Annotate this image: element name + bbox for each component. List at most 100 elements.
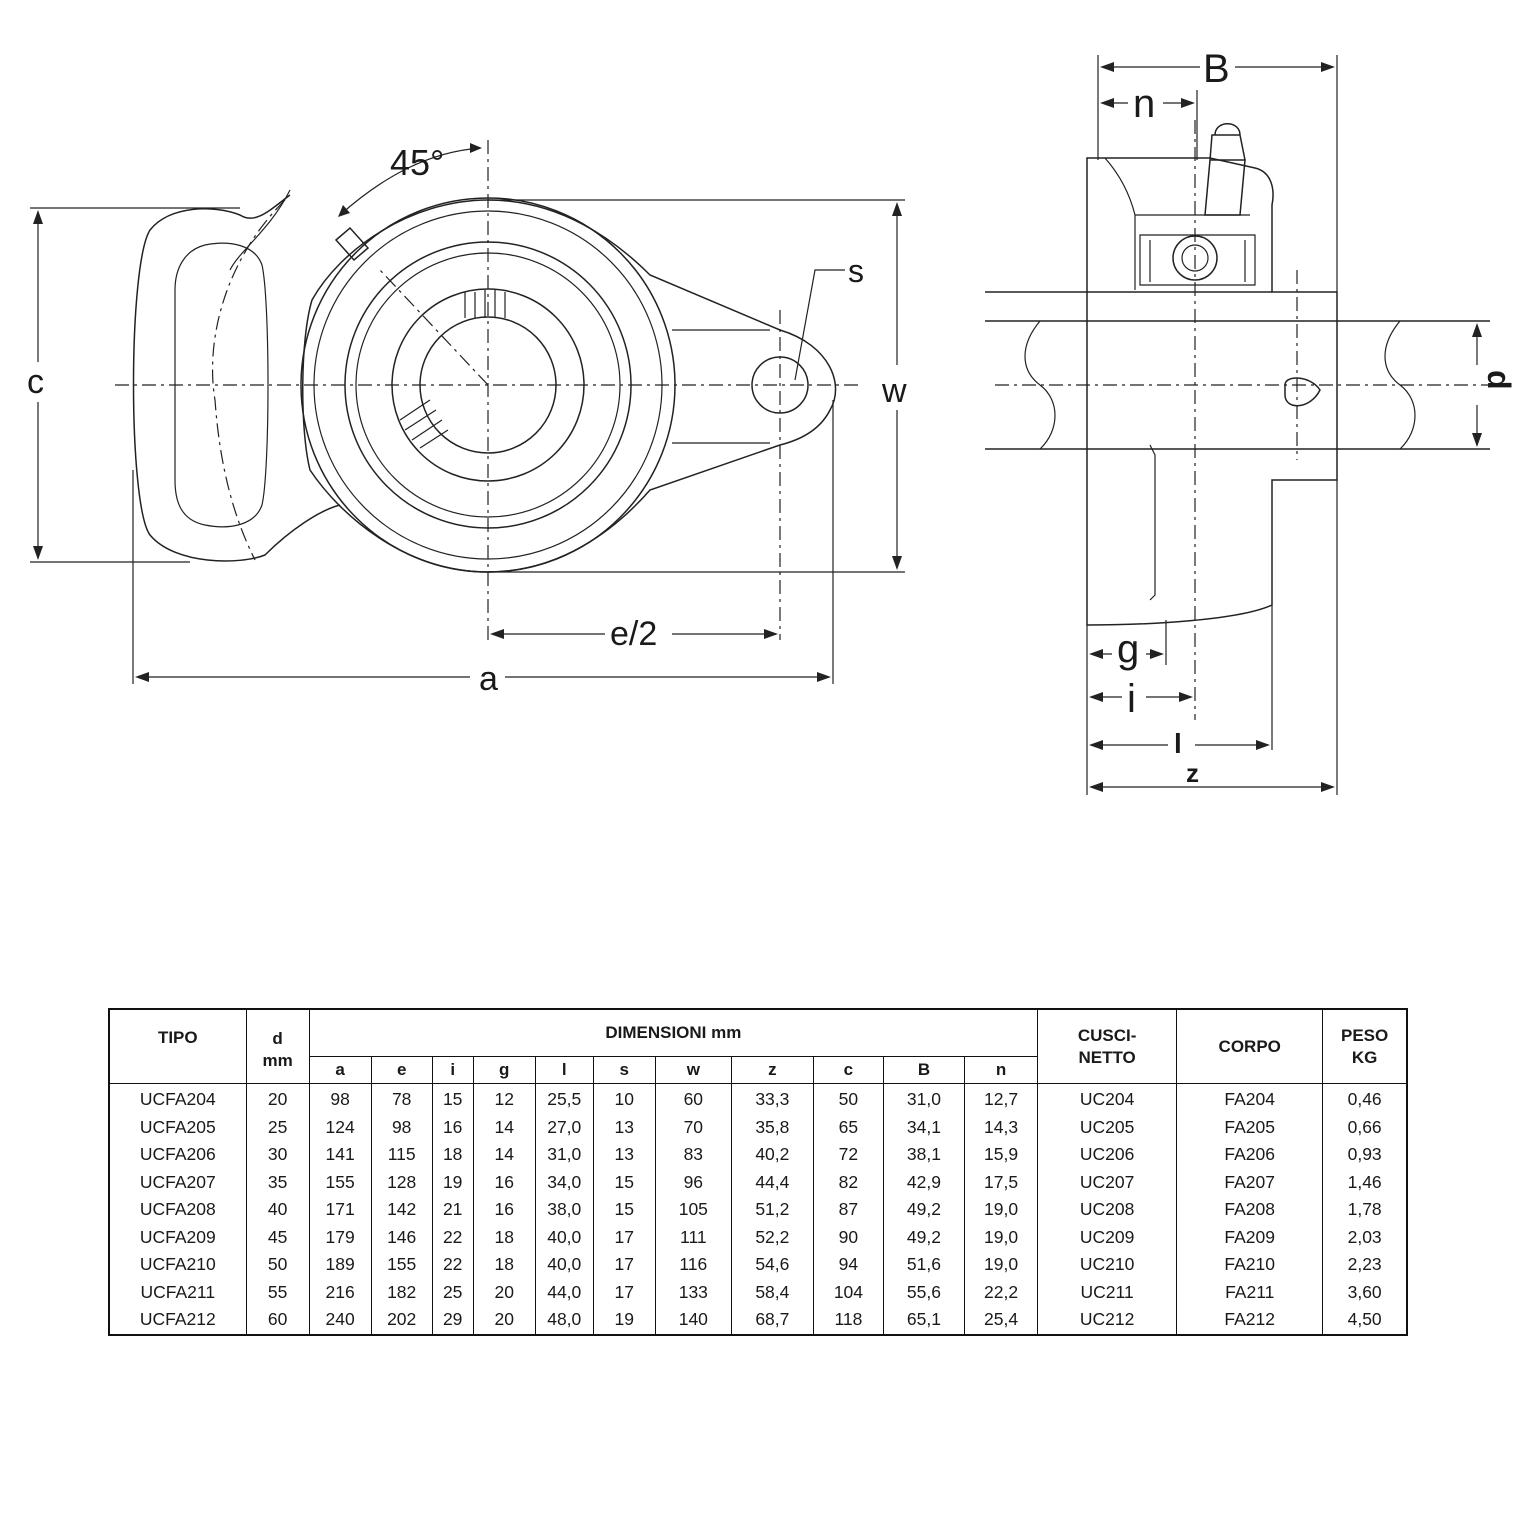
table-cell: 19,0	[963, 1196, 1039, 1224]
table-cell: 19,0	[963, 1251, 1039, 1279]
z-arrow-left	[1089, 782, 1103, 792]
table-cell: UCFA209	[108, 1223, 247, 1251]
n-arrow-left	[1100, 98, 1114, 108]
front-view: 45° c w s e/2 a	[27, 140, 907, 698]
dim-col-g: g	[472, 1056, 536, 1084]
table-cell: UCFA204	[108, 1083, 247, 1114]
table-cell: 17	[592, 1251, 656, 1279]
table-cell: 1,46	[1322, 1168, 1408, 1196]
B-ext-lines	[1097, 55, 1338, 292]
table-cell: 182	[370, 1278, 433, 1306]
s-leader	[794, 269, 845, 381]
table-cell: 52,2	[730, 1223, 814, 1251]
d-label: d	[1481, 370, 1517, 390]
table-cell: FA206	[1176, 1141, 1324, 1169]
table-cell: 155	[370, 1251, 433, 1279]
table-cell: 155	[308, 1168, 372, 1196]
table-cell: UCFA206	[108, 1141, 247, 1169]
table-cell: FA210	[1176, 1251, 1324, 1279]
l-arrow-right	[1256, 740, 1270, 750]
table-cell: 240	[308, 1306, 372, 1335]
ear-shoulder	[672, 329, 770, 444]
table-cell: 104	[812, 1278, 884, 1306]
housing-side	[1086, 157, 1338, 626]
table-cell: 0,66	[1322, 1113, 1408, 1141]
table-cell: 189	[308, 1251, 372, 1279]
table-cell: 33,3	[730, 1083, 814, 1114]
tipo-header: TIPO	[157, 1028, 198, 1047]
table-cell: 25,5	[534, 1083, 594, 1114]
table-cell: 12,7	[963, 1083, 1039, 1114]
B-arrow-right	[1321, 62, 1335, 72]
dim-col-a: a	[308, 1056, 372, 1084]
table-cell: 49,2	[882, 1196, 965, 1224]
table-cell: FA208	[1176, 1196, 1324, 1224]
g-arrow-left	[1089, 649, 1103, 659]
table-cell: 31,0	[534, 1141, 594, 1169]
table-cell: 65	[812, 1113, 884, 1141]
i-label: i	[1127, 677, 1136, 721]
table-cell: 50	[812, 1083, 884, 1114]
table-cell: 21	[431, 1196, 474, 1224]
table-cell: FA205	[1176, 1113, 1324, 1141]
table-cell: 16	[431, 1113, 474, 1141]
table-cell: 34,0	[534, 1168, 594, 1196]
table-cell: 82	[812, 1168, 884, 1196]
table-cell: 13	[592, 1113, 656, 1141]
table-cell: 18	[431, 1141, 474, 1169]
table-cell: 17	[592, 1223, 656, 1251]
a-arrow-left	[135, 672, 149, 682]
d-unit: mm	[262, 1051, 293, 1070]
table-cell: 55	[245, 1278, 310, 1306]
table-cell: 98	[370, 1113, 433, 1141]
table-cell: 15	[592, 1168, 656, 1196]
w-arrow-bottom	[892, 556, 902, 570]
e2-arrow-left	[490, 629, 504, 639]
table-cell: 140	[654, 1306, 732, 1335]
angle-arc	[339, 147, 481, 216]
w-arrow-top	[892, 202, 902, 216]
c-arrow-bottom	[33, 546, 43, 560]
table-cell: 22,2	[963, 1278, 1039, 1306]
table-cell: 105	[654, 1196, 732, 1224]
lock-pin	[1284, 377, 1321, 407]
table-cell: 14,3	[963, 1113, 1039, 1141]
dim-col-e: e	[370, 1056, 433, 1084]
table-cell: 141	[308, 1141, 372, 1169]
table-cell: 40	[245, 1196, 310, 1224]
c-ext-lines	[30, 207, 240, 563]
c-label: c	[27, 363, 44, 401]
dim-col-w: w	[654, 1056, 732, 1084]
table-cell: 44,4	[730, 1168, 814, 1196]
table-cell: 25	[431, 1278, 474, 1306]
table-cell: 40,0	[534, 1251, 594, 1279]
a-label: a	[479, 660, 498, 698]
table-cell: UCFA210	[108, 1251, 247, 1279]
table-cell: 27,0	[534, 1113, 594, 1141]
c-arrow-top	[33, 210, 43, 224]
table-cell: 133	[654, 1278, 732, 1306]
table-cell: 20	[245, 1083, 310, 1114]
table-cell: 22	[431, 1251, 474, 1279]
s-label: s	[848, 253, 864, 289]
table-cell: 2,03	[1322, 1223, 1408, 1251]
dim-col-c: c	[812, 1056, 884, 1084]
table-cell: 15	[431, 1083, 474, 1114]
table-cell: 15	[592, 1196, 656, 1224]
e2-label: e/2	[610, 615, 657, 653]
peso-header-2: KG	[1351, 1047, 1378, 1067]
housing-outline	[302, 199, 837, 573]
table-cell: 50	[245, 1251, 310, 1279]
table-cell: 14	[472, 1113, 536, 1141]
table-cell: UC210	[1037, 1251, 1178, 1279]
table-cell: 94	[812, 1251, 884, 1279]
table-cell: 0,93	[1322, 1141, 1408, 1169]
table-cell: 22	[431, 1223, 474, 1251]
table-cell: 87	[812, 1196, 884, 1224]
